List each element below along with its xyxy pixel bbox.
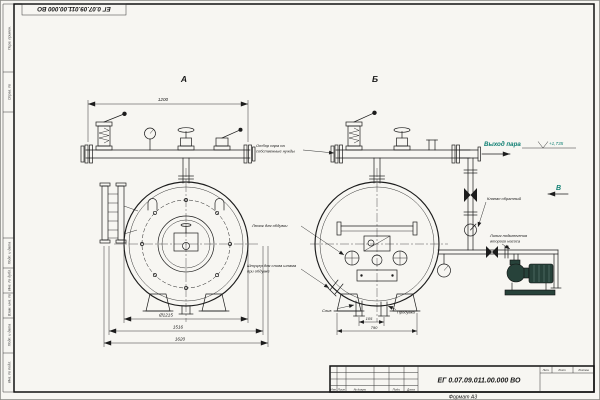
dim-diameter-label: Ø1215 [158,313,173,318]
handwheel-a [177,127,195,133]
handwheel-b [393,127,411,133]
strip-vzam-inv: Взам. инв. № [8,294,12,316]
strip-inv-podl: Инв. № подл. [8,361,12,383]
left-margin-strip: Перв. примен. Справ. № Подп. и дата Инв.… [2,3,14,393]
top-doc-number: ЕГ 0.07.09.011.00.000 ВО [37,5,111,12]
annotation-pump-line2: второго насоса [490,239,521,244]
col-podp: Подп. [393,387,401,391]
lit-label: Лит. [542,368,550,372]
annotation-blowdown: Продувка [397,310,415,315]
pressure-gauge-b [437,263,451,278]
pump-base [504,289,556,296]
view-a-dimensions: 1200 Ø1215 1516 1620 [87,97,269,347]
vessel-shell-a [123,181,249,307]
strip-inv-dubl: Инв. № дубл. [8,269,12,291]
valve-bowtie [486,246,492,258]
view-a-label: А [180,74,187,84]
annotation-hatch: Лючок для обдувки [251,223,288,228]
strip-podp-data-1: Подп. и дата [8,242,12,265]
col-dokum: № докум. [354,387,367,391]
pump-motor [528,263,554,284]
dim-1620-label: 1620 [175,337,186,342]
view-b-pump [504,259,556,296]
dim-1200-label: 1200 [158,97,169,102]
annotation-sludge-line1: Штуцер для слива шлама [247,263,297,268]
view-a: А [80,74,269,347]
dim-1516-label: 1516 [173,325,184,330]
view-b-feed-line [437,157,562,289]
pump-volute [506,263,526,283]
strip-podp-data-2: Подп. и дата [8,324,12,347]
sheet-frame [13,3,595,393]
safety-valve-lever [103,113,125,123]
col-list: Лист [337,387,346,391]
elevation-mark [537,141,549,149]
safety-valve-lever-b [353,112,375,123]
view-direction-label: В [556,185,561,192]
safety-valve-spring [98,127,110,144]
dim-105-label: 105 [366,316,373,321]
col-data: Дата [406,387,415,391]
annotation-pump-line1: Линия подключения [489,233,528,238]
top-stamp: ЕГ 0.07.09.011.00.000 ВО [21,3,127,16]
strip-sprav-no: Справ. № [8,84,12,100]
annotations: Выход пара +1,735 В Отбор пара на собств… [247,141,576,315]
annotation-steam-tap-line2: собственные нужды [256,149,295,154]
view-a-vessel [123,181,249,315]
view-b-vessel [314,181,440,312]
sheets-label: Листов [577,368,589,372]
annotation-steam-outlet: Выход пара [484,141,521,148]
vessel-shell-b [314,181,440,307]
valve-bowtie [464,188,471,202]
doc-number: ЕГ 0.07.09.011.00.000 ВО [438,378,522,385]
gauge-frame [363,235,391,252]
access-plate [356,269,398,282]
col-izm: Изм. [330,387,336,391]
view-b: Б [310,74,562,335]
view-b-piping [330,110,481,184]
annotation-check-valve: Клапан обратный [487,196,522,201]
dim-790-label: 790 [371,325,378,330]
view-a-level-gauge [99,182,139,244]
view-a-piping [80,111,256,184]
view-b-dimensions: 105 790 [336,313,418,335]
annotation-steam-tap-line1: Отбор пара на [256,143,285,148]
format-label: Формат А3 [449,395,477,400]
lifting-lug-left [147,198,158,211]
strip-perv-primen: Перв. примен. [8,26,12,50]
lifting-lug-right [214,198,225,211]
title-block: Изм. Лист № докум. Подп. Дата ЕГ 0.07.09… [329,365,595,393]
check-valve-symbol [464,223,477,237]
view-b-label: Б [372,74,378,84]
sludge-drain-stub [329,279,339,291]
sheet-label: Лист [557,368,566,372]
manhole-door-a [157,215,215,273]
view-b-internals [327,221,418,317]
annotation-drain: Слив [322,308,331,313]
annotation-sludge-line2: при обдувке [247,269,270,274]
pressure-gauge-a [144,127,156,140]
elevation-label: +1,735 [549,141,564,146]
bolt-circle-a [141,199,231,289]
